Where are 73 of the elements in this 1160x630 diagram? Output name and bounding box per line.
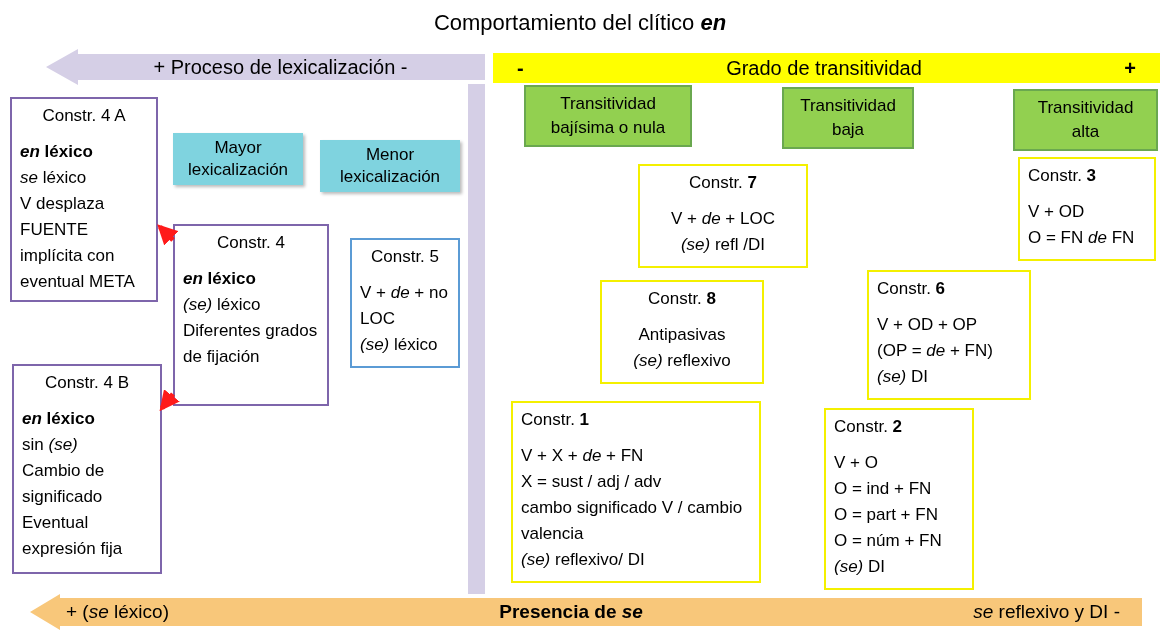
box-heading: Constr. 8 <box>647 289 717 308</box>
arrow <box>157 224 179 246</box>
box-text: en léxico <box>183 269 256 288</box>
box-heading: Constr. 4 B <box>44 373 130 392</box>
box-text: (se) DI <box>877 367 928 386</box>
label-box <box>782 87 914 149</box>
box-text: V + OD <box>1028 202 1085 221</box>
band-text: + (se léxico) <box>66 599 169 624</box>
construction-box <box>1018 157 1156 261</box>
band-text: - <box>517 56 524 81</box>
box-text: O = núm + FN <box>834 531 942 550</box>
box-heading: Constr. 6 <box>877 279 946 298</box>
box-heading: Constr. 5 <box>370 247 439 266</box>
construction-box <box>12 364 162 574</box>
box-text: (se) léxico <box>183 295 261 314</box>
box-heading: Constr. 7 <box>688 173 758 192</box>
box-title: Mayor lexicalización <box>186 137 290 181</box>
band-text: + <box>1124 56 1136 81</box>
construction-box <box>867 270 1031 400</box>
box-text: (se) léxico <box>360 335 438 354</box>
box-title: Transitividad bajísima o nula <box>549 93 667 139</box>
construction-box <box>511 401 761 583</box>
box-text: (se) DI <box>834 557 885 576</box>
construction-box <box>10 97 158 302</box>
box-text: V + O <box>834 453 878 472</box>
label-box <box>1013 89 1158 151</box>
box-text: Diferentes grados de fijación <box>183 321 318 366</box>
box-heading: Constr. 1 <box>521 410 590 429</box>
arrow-band <box>46 49 485 85</box>
box-text: se léxico <box>20 168 87 187</box>
construction-box <box>824 408 974 590</box>
box-text: en léxico <box>22 409 95 428</box>
box-text: en léxico <box>20 142 93 161</box>
box-text: V + X + de + FN <box>521 446 644 465</box>
box-text: X = sust / adj / adv <box>521 472 662 491</box>
box-text: V + OD + OP <box>877 315 978 334</box>
label-box <box>320 140 460 192</box>
box-text: (se) reflexivo <box>633 351 731 370</box>
band-text: Presencia de se <box>499 599 643 624</box>
box-title: Transitividad alta <box>1036 97 1135 143</box>
box-text: Antipasivas <box>638 325 726 344</box>
title: Comportamiento del clítico en <box>433 9 727 37</box>
box-text: (OP = de + FN) <box>877 341 993 360</box>
construction-box <box>173 224 329 406</box>
band-text: se reflexivo y DI - <box>973 599 1120 624</box>
arrow-band <box>30 594 1142 630</box>
box-heading: Constr. 4 <box>216 233 285 252</box>
box-text: Cambio de significado <box>22 461 105 506</box>
box-text: sin (se) <box>22 435 78 454</box>
arrow <box>159 389 180 412</box>
box-heading: Constr. 4 A <box>42 106 126 125</box>
box-text: V + de + LOC <box>671 209 775 228</box>
box-text: Eventual expresión fija <box>22 513 123 558</box>
band <box>493 53 1160 83</box>
box-text: O = part + FN <box>834 505 938 524</box>
box-text: (se) reflexivo/ DI <box>521 550 645 569</box>
box-text: FUENTE implícita con eventual META <box>20 220 135 291</box>
construction-box <box>600 280 764 384</box>
box-title: Menor lexicalización <box>338 144 442 188</box>
box-text: O = ind + FN <box>834 479 932 498</box>
band-text: + Proceso de lexicalización - <box>153 55 408 80</box>
box-text: O = FN de FN <box>1028 228 1135 247</box>
construction-box <box>638 164 808 268</box>
box-text: (se) refl /DI <box>680 235 766 254</box>
label-box <box>173 133 303 185</box>
construction-box <box>350 238 460 368</box>
box-heading: Constr. 2 <box>834 417 903 436</box>
label-box <box>524 85 692 147</box>
band-text: Grado de transitividad <box>726 56 922 81</box>
vertical-band <box>468 84 485 594</box>
box-title: Transitividad baja <box>799 95 897 141</box>
box-text: V desplaza <box>20 194 105 213</box>
box-heading: Constr. 3 <box>1028 166 1097 185</box>
